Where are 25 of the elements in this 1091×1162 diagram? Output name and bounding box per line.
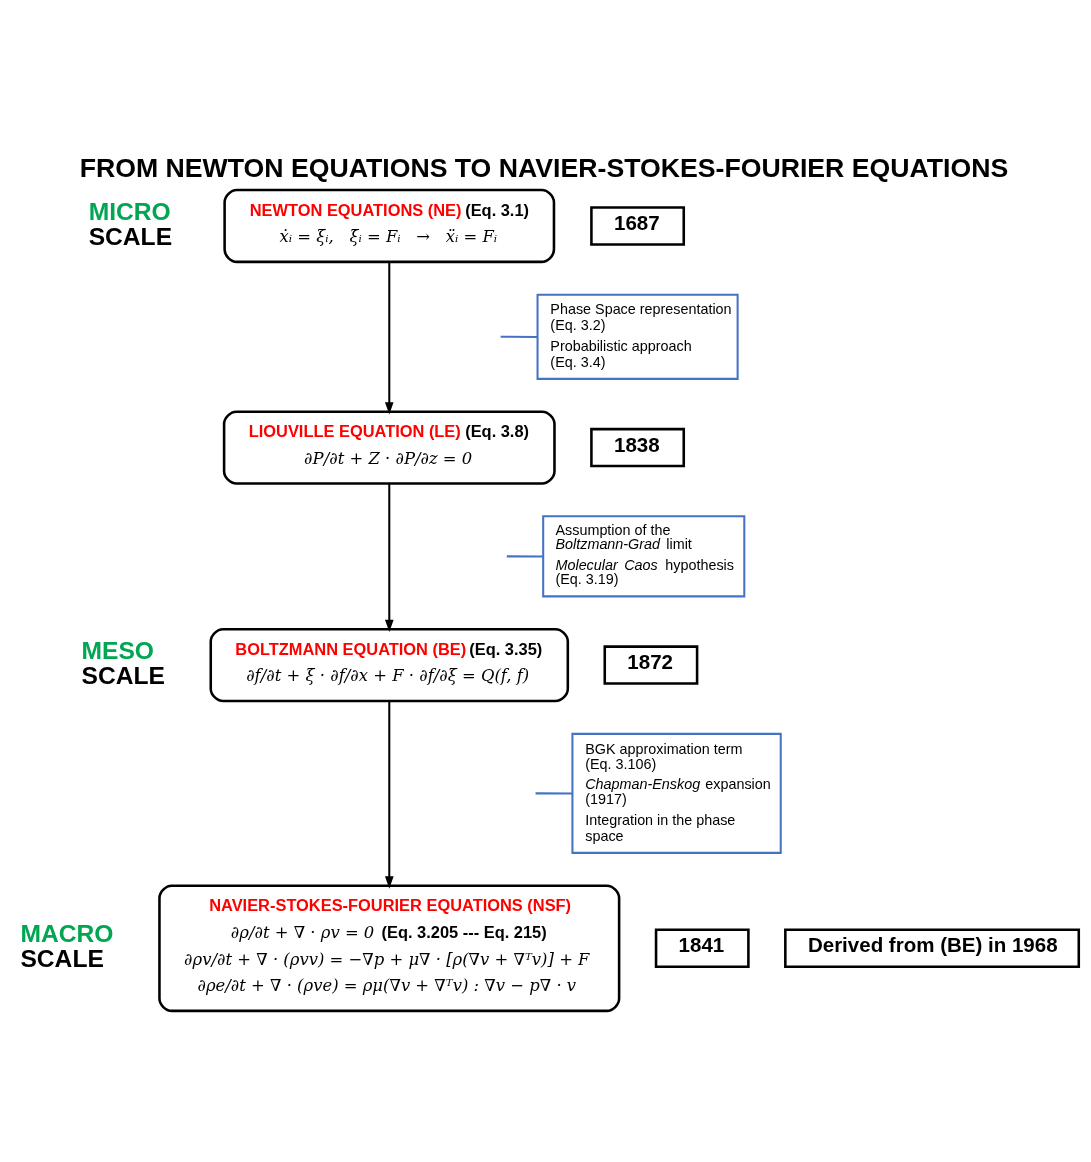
label: MESO xyxy=(81,636,154,664)
arrow xyxy=(384,700,394,889)
label: MICRO xyxy=(88,197,171,225)
node-box: Phase Space representation (Eq. 3.2) Probabilistic approach (Eq. 3.4) xyxy=(536,293,739,380)
node-box: 1838 xyxy=(590,427,686,467)
diagram-title: FROM NEWTON EQUATIONS TO NAVIER-STOKES-FOURIER EQUATIONS xyxy=(79,152,1009,183)
connector xyxy=(535,791,573,795)
connector xyxy=(506,554,544,558)
node-box: NAVIER-STOKES-FOURIER EQUATIONS (NSF) ∂ρ/∂t + ∇ · ρv = 0 (Eq. 3.205 --- Eq. 215) ∂ρv/∂t + ∇ · (ρvv) = −∇p + μ∇ · [ρ(∇v + ∇ᵀv)] + F ∂ρe/∂t + ∇ · (ρve) = ρμ(∇v + ∇ᵀv) : ∇v − p∇ · v xyxy=(158,883,621,1012)
node-box: 1872 xyxy=(603,644,699,685)
label: SCALE xyxy=(20,944,104,972)
node-box: BOLTZMANN EQUATION (BE) (Eq. 3.35) ∂f/∂t + ξ · ∂f/∂x + F · ∂f/∂ξ = Q(f, f) xyxy=(209,627,570,702)
node-box: 1687 xyxy=(590,205,686,246)
node-box: Derived from (BE) in 1968 xyxy=(784,928,1081,968)
connector xyxy=(500,335,538,338)
arrow xyxy=(384,261,394,414)
node-box: 1841 xyxy=(654,928,750,968)
node-box: NEWTON EQUATIONS (NE) (Eq. 3.1) ẋᵢ = ξᵢ, ξ̇ᵢ = Fᵢ → ẍᵢ = Fᵢ xyxy=(223,188,556,263)
arrow xyxy=(384,483,394,632)
label: SCALE xyxy=(81,661,165,689)
node-box: LIOUVILLE EQUATION (LE) (Eq. 3.8) ∂P/∂t + Z · ∂P/∂z = 0 xyxy=(222,409,556,485)
label: MACRO xyxy=(20,919,114,947)
node-box: BGK approximation term (Eq. 3.106) Chapman-Enskog expansion (1917) Integration in the phase space xyxy=(571,732,782,854)
label: SCALE xyxy=(88,222,173,250)
node-box: Assumption of the Boltzmann-Grad limit Molecular Caos hypothesis (Eq. 3.19) xyxy=(542,514,746,597)
